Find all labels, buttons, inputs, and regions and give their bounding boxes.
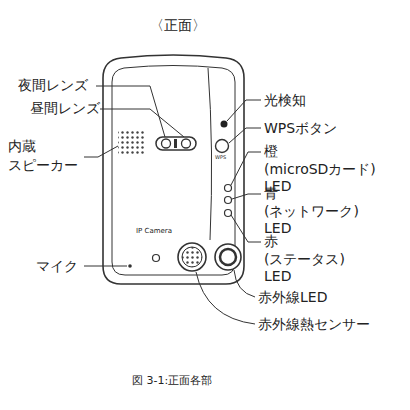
light-sensor bbox=[221, 121, 228, 128]
led-red bbox=[225, 210, 232, 217]
product-marking: IP Camera bbox=[136, 227, 172, 236]
ir-led bbox=[215, 244, 241, 270]
wps-button bbox=[216, 140, 229, 153]
part-label: 赤外線LED bbox=[258, 288, 327, 306]
part-label: 赤(ステータス) LED bbox=[264, 233, 345, 286]
front-panel bbox=[112, 66, 235, 276]
button-marking: WPS bbox=[215, 154, 226, 161]
led-blue bbox=[225, 197, 232, 204]
mic-hole bbox=[128, 264, 132, 268]
lens-pair bbox=[156, 137, 196, 150]
part-label: 赤外線熱センサー bbox=[258, 315, 370, 333]
camera-housing bbox=[103, 55, 244, 284]
part-label: 内蔵 スピーカー bbox=[8, 137, 78, 175]
part-label: マイク bbox=[36, 257, 78, 275]
part-label: 昼間レンズ bbox=[30, 99, 100, 117]
figure-caption: 図 3-1:正面各部 bbox=[132, 374, 212, 388]
small-hole bbox=[153, 255, 160, 262]
part-label: 青(ネットワーク) LED bbox=[264, 185, 359, 238]
part-label: 光検知 bbox=[264, 91, 306, 109]
part-label: WPSボタン bbox=[264, 119, 337, 137]
view-title: 〈正面〉 bbox=[150, 16, 206, 34]
part-label: 橙(microSDカード) LED bbox=[264, 143, 376, 196]
speaker-grille bbox=[118, 130, 146, 156]
thermal-sensor bbox=[178, 243, 206, 271]
part-label: 夜間レンズ bbox=[18, 76, 88, 94]
leader-lines bbox=[84, 86, 261, 324]
led-orange bbox=[225, 185, 232, 192]
side-band bbox=[208, 68, 212, 240]
